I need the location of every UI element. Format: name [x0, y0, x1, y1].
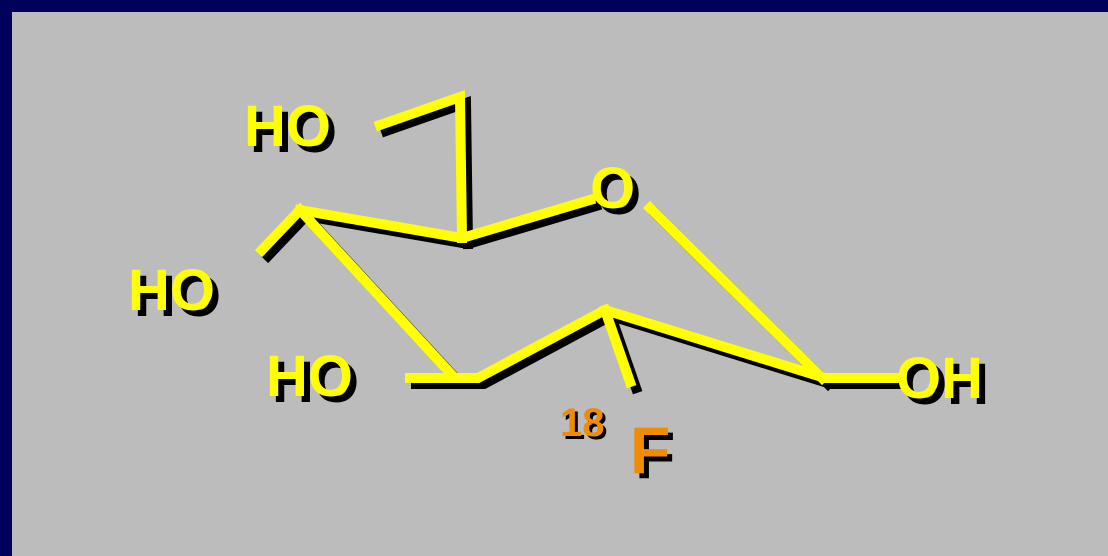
label-isotope-mass: 18 [560, 401, 605, 445]
diagram-panel [12, 12, 1108, 556]
label-ho-lower: HO [266, 344, 353, 409]
bond-c3-c4 [292, 202, 460, 383]
label-ho-left-shadow: HO [134, 264, 221, 329]
bond-shadows [260, 95, 906, 395]
label-ring-oxygen: O [590, 156, 635, 221]
bond-cf [598, 303, 637, 389]
bond-ch2oh [373, 89, 468, 244]
label-ho-lower-shadow: HO [272, 350, 359, 415]
bond-shadow-ch2oh [379, 95, 474, 250]
fluorine-18-label: 18 18 F F [560, 401, 675, 492]
label-ho-top-shadow: HO [250, 100, 337, 165]
label-oh-right: OH [896, 346, 983, 411]
bond-o-c1 [642, 200, 830, 386]
label-fluorine: F [630, 413, 670, 487]
label-oh-right-shadow: OH [902, 352, 989, 417]
bond-ho-left [254, 202, 308, 258]
label-fluorine-shadow: F [635, 418, 675, 492]
bonds [254, 89, 900, 389]
bond-shadow-ho-left [260, 208, 314, 264]
atom-labels: HO HO HO HO HO HO O O OH OH [128, 94, 989, 417]
bond-upper [294, 193, 597, 244]
label-ho-top: HO [244, 94, 331, 159]
label-isotope-mass-shadow: 18 [563, 404, 608, 448]
bond-lower [405, 304, 900, 383]
label-ring-oxygen-shadow: O [596, 162, 641, 227]
label-ho-left: HO [128, 258, 215, 323]
